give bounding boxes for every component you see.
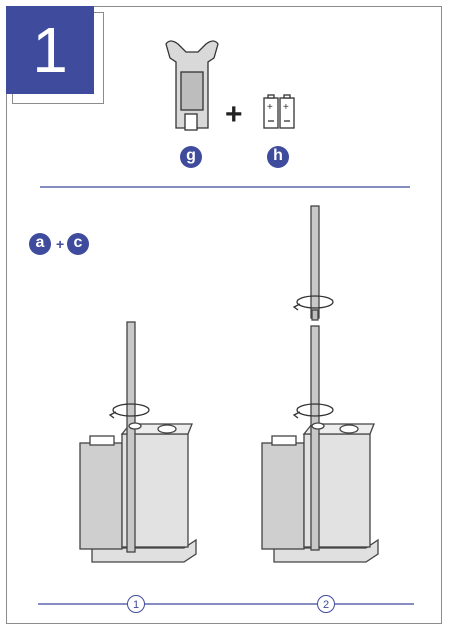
holder-stage-2	[261, 205, 379, 563]
batteries-icon: + +	[263, 94, 295, 129]
svg-text:+: +	[267, 102, 273, 113]
svg-text:+: +	[283, 102, 289, 113]
part-g-badge: g	[180, 146, 202, 168]
part-c-badge: c	[67, 233, 89, 255]
rotate-arrow-icon	[292, 295, 334, 419]
combo-plus-sign: +	[56, 236, 65, 252]
part-h-badge: h	[267, 146, 289, 168]
part-a-badge: a	[29, 233, 51, 255]
rotate-arrow-icon	[108, 403, 150, 419]
substep-2-marker: 2	[317, 595, 335, 613]
holder-stage-1	[79, 321, 197, 563]
wrench-tool-icon	[165, 40, 219, 131]
substep-1-marker: 1	[127, 595, 145, 613]
step-number: 1	[6, 6, 94, 94]
plus-sign: +	[225, 98, 243, 131]
